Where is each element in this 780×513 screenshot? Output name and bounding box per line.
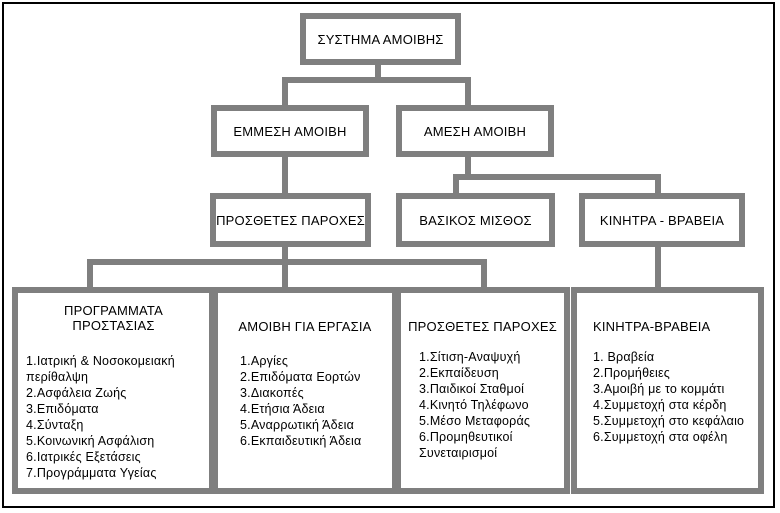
- list-item: 1.Σίτιση-Αναψυχή: [419, 350, 521, 364]
- column-list: 1.Ιατρική & Νοσοκομειακή περίθαλψη 2.Ασφ…: [26, 353, 206, 481]
- node-base-salary: ΒΑΣΙΚΟΣ ΜΙΣΘΟΣ: [396, 193, 555, 247]
- list-item: 7.Προγράμματα Υγείας: [26, 466, 157, 480]
- column-protection-programs: ΠΡΟΓΡΑΜΜΑΤΑ ΠΡΟΣΤΑΣΙΑΣ 1.Ιατρική & Νοσοκ…: [12, 287, 215, 494]
- list-item: 4.Κινητό Τηλέφωνο: [419, 398, 529, 412]
- node-additional-benefits: ΠΡΟΣΘΕΤΕΣ ΠΑΡΟΧΕΣ: [210, 193, 371, 247]
- column-list: 1.Σίτιση-Αναψυχή 2.Εκπαίδευση 3.Παιδικοί…: [419, 349, 564, 461]
- column-title: ΠΡΟΓΡΑΜΜΑΤΑ ΠΡΟΣΤΑΣΙΑΣ: [64, 303, 163, 333]
- column-list: 1. Βραβεία 2.Προμήθειες 3.Αμοιβή με το κ…: [593, 349, 753, 445]
- list-item: 3.Επιδόματα: [26, 402, 99, 416]
- list-item: 4.Συμμετοχή στα κέρδη: [593, 398, 727, 412]
- column-title: ΚΙΝΗΤΡΑ-ΒΡΑΒΕΙΑ: [593, 319, 711, 334]
- column-additional-benefits: ΠΡΟΣΘΕΤΕΣ ΠΑΡΟΧΕΣ 1.Σίτιση-Αναψυχή 2.Εκπ…: [395, 287, 570, 494]
- list-item: 1.Αργίες: [240, 354, 289, 368]
- column-incentives-awards: ΚΙΝΗΤΡΑ-ΒΡΑΒΕΙΑ 1. Βραβεία 2.Προμήθειες …: [571, 287, 764, 494]
- list-item: 1. Βραβεία: [593, 350, 655, 364]
- column-list: 1.Αργίες 2.Επιδόματα Εορτών 3.Διακοπές 4…: [240, 353, 390, 449]
- node-root: ΣΥΣΤΗΜΑ ΑΜΟΙΒΗΣ: [300, 13, 461, 65]
- list-item: 5.Συμμετοχή στο κεφάλαιο: [593, 414, 745, 428]
- list-item: 2.Εκπαίδευση: [419, 366, 499, 380]
- list-item: 6.Εκπαιδευτική Άδεια: [240, 434, 362, 448]
- node-direct: ΑΜΕΣΗ ΑΜΟΙΒΗ: [396, 105, 554, 157]
- list-item: 1.Ιατρική & Νοσοκομειακή περίθαλψη: [26, 354, 175, 384]
- list-item: 6.Συμμετοχή στα οφέλη: [593, 430, 728, 444]
- list-item: 5.Μέσο Μεταφοράς: [419, 414, 531, 428]
- list-item: 2.Ασφάλεια Ζωής: [26, 386, 127, 400]
- column-title: ΑΜΟΙΒΗ ΓΙΑ ΕΡΓΑΣΙΑ: [238, 319, 372, 334]
- list-item: 3.Διακοπές: [240, 386, 304, 400]
- column-title: ΠΡΟΣΘΕΤΕΣ ΠΑΡΟΧΕΣ: [408, 319, 557, 334]
- list-item: 4.Ετήσια Άδεια: [240, 402, 325, 416]
- list-item: 3.Παιδικοί Σταθμοί: [419, 382, 525, 396]
- list-item: 5.Αναρρωτική Άδεια: [240, 418, 354, 432]
- list-item: 6.Προμηθευτικοί Συνεταιρισμοί: [419, 430, 513, 460]
- diagram-frame: [2, 2, 775, 508]
- list-item: 2.Προμήθειες: [593, 366, 670, 380]
- list-item: 2.Επιδόματα Εορτών: [240, 370, 361, 384]
- list-item: 3.Αμοιβή με το κομμάτι: [593, 382, 725, 396]
- column-work-compensation: ΑΜΟΙΒΗ ΓΙΑ ΕΡΓΑΣΙΑ 1.Αργίες 2.Επιδόματα …: [212, 287, 398, 494]
- list-item: 4.Σύνταξη: [26, 418, 84, 432]
- node-indirect: ΕΜΜΕΣΗ ΑΜΟΙΒΗ: [211, 105, 369, 157]
- list-item: 6.Ιατρικές Εξετάσεις: [26, 450, 141, 464]
- list-item: 5.Κοινωνική Ασφάλιση: [26, 434, 155, 448]
- node-incentives: ΚΙΝΗΤΡΑ - ΒΡΑΒΕΙΑ: [579, 193, 745, 247]
